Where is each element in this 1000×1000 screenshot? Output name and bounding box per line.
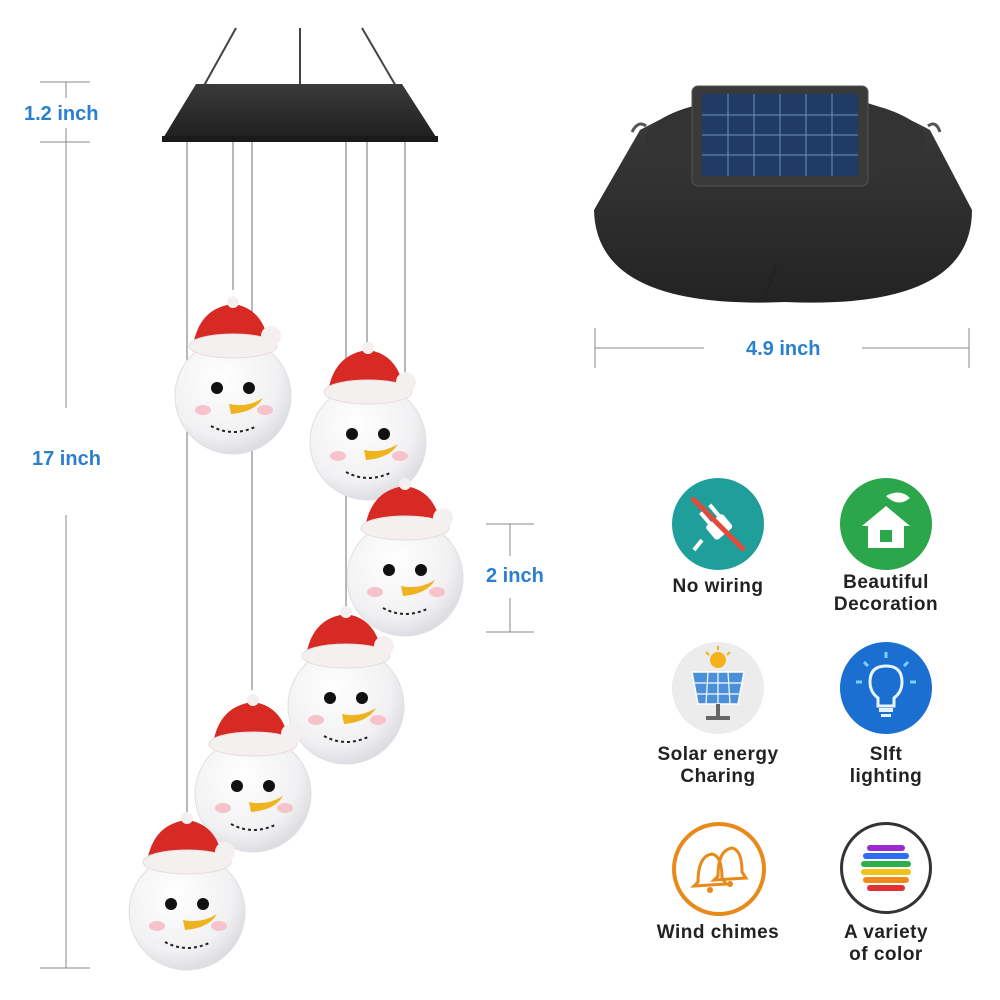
base-width-label: 4.9 inch xyxy=(742,338,825,361)
feature-text: lighting xyxy=(849,766,923,787)
total-length-label: 17 inch xyxy=(28,448,105,471)
snowman-ornament xyxy=(309,341,427,501)
feature-label-lighting: Slft lighting xyxy=(806,744,966,788)
feature-text: Slft xyxy=(869,744,903,765)
feature-text: No wiring xyxy=(672,576,764,597)
snowman-ornament xyxy=(346,477,464,637)
solar-panel-icon xyxy=(672,642,764,734)
light-bulb-icon xyxy=(840,642,932,734)
feature-label-wind-chimes: Wind chimes xyxy=(638,922,798,944)
feature-text: of color xyxy=(849,944,923,965)
feature-label-color: A variety of color xyxy=(806,922,966,966)
feature-text: Beautiful xyxy=(843,572,929,593)
feature-text: Decoration xyxy=(833,594,939,615)
feature-text: Wind chimes xyxy=(656,922,780,943)
no-plug-icon xyxy=(672,478,764,570)
feature-text: A variety xyxy=(843,922,929,943)
base-width-dimension xyxy=(594,326,970,370)
feature-text: Solar energy xyxy=(657,744,779,765)
color-sphere-icon xyxy=(840,822,932,914)
feature-text: Charing xyxy=(680,766,756,787)
product-illustration xyxy=(40,27,534,971)
ball-size-label: 2 inch xyxy=(482,565,548,588)
feature-label-no-wiring: No wiring xyxy=(638,576,798,598)
top-height-label: 1.2 inch xyxy=(20,103,103,126)
bells-icon xyxy=(672,822,766,916)
home-leaf-icon xyxy=(840,478,932,570)
feature-label-decoration: Beautiful Decoration xyxy=(806,572,966,616)
solar-cap-illustration xyxy=(580,60,990,310)
snowman-ornament xyxy=(174,295,292,455)
feature-label-solar: Solar energy Charing xyxy=(638,744,798,788)
